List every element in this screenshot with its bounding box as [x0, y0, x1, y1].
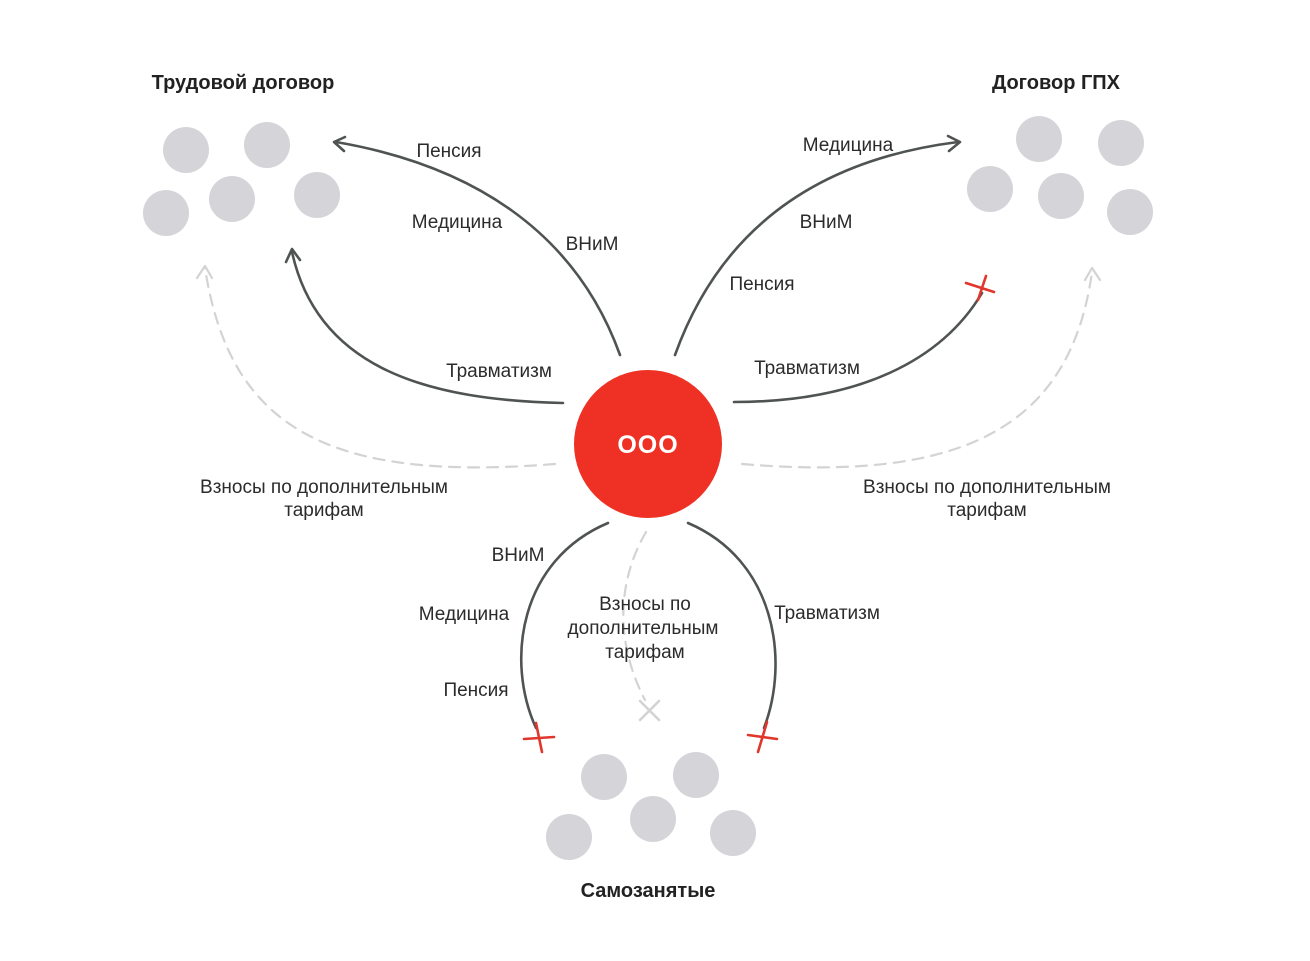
labor-contract-title: Трудовой договор	[152, 72, 335, 94]
gph-pension-label: Пенсия	[729, 274, 794, 295]
gph-extra-label-line1: Взносы по дополнительным	[863, 477, 1111, 498]
gph-extra-flow	[740, 266, 1102, 469]
person-icon	[143, 190, 189, 236]
labor-extra-flow	[195, 264, 557, 469]
gph-injury-flow	[732, 274, 996, 404]
self-medicine-label: Медицина	[419, 604, 510, 625]
gph-vnim-label: ВНиМ	[800, 212, 853, 233]
blocked-cross-icon	[638, 699, 661, 722]
center-company-node	[574, 370, 722, 518]
person-icon	[1038, 173, 1084, 219]
center-company-label: ООО	[617, 431, 678, 459]
person-icon	[209, 176, 255, 222]
labor-extra-label-line1: Взносы по дополнительным	[200, 477, 448, 498]
self-extra-flow	[622, 530, 661, 722]
self-extra-label-line3: тарифам	[605, 642, 685, 663]
person-icon	[673, 752, 719, 798]
self-employed-people-group	[546, 752, 756, 860]
person-icon	[1098, 120, 1144, 166]
gph-people-group	[967, 116, 1153, 235]
self-pension-label: Пенсия	[443, 680, 508, 701]
labor-injury-flow	[284, 247, 565, 405]
blocked-cross-icon	[964, 274, 996, 302]
person-icon	[163, 127, 209, 173]
blocked-cross-icon	[746, 720, 779, 754]
person-icon	[1016, 116, 1062, 162]
person-icon	[967, 166, 1013, 212]
person-icon	[546, 814, 592, 860]
labor-vnim-label: ВНиМ	[566, 234, 619, 255]
gph-injury-label: Травматизм	[754, 358, 860, 379]
person-icon	[581, 754, 627, 800]
self-injury-label: Травматизм	[774, 603, 880, 624]
self-right-flow	[686, 521, 779, 754]
person-icon	[244, 122, 290, 168]
labor-injury-label: Травматизм	[446, 361, 552, 382]
self-left-flow	[519, 521, 610, 754]
gph-medicine-label: Медицина	[803, 135, 894, 156]
blocked-cross-icon	[522, 721, 556, 754]
self-employed-title: Самозанятые	[581, 880, 716, 902]
self-vnim-label: ВНиМ	[492, 545, 545, 566]
self-extra-label-line2: дополнительным	[568, 618, 719, 639]
person-icon	[294, 172, 340, 218]
person-icon	[630, 796, 676, 842]
labor-pension-label: Пенсия	[416, 141, 481, 162]
labor-people-group	[143, 122, 340, 236]
gph-main-flow	[673, 134, 962, 357]
person-icon	[710, 810, 756, 856]
gph-extra-label-line2: тарифам	[947, 500, 1027, 521]
labor-main-flow	[332, 135, 622, 357]
labor-medicine-label: Медицина	[412, 212, 503, 233]
labor-extra-label-line2: тарифам	[284, 500, 364, 521]
person-icon	[1107, 189, 1153, 235]
self-extra-label-line1: Взносы по	[599, 594, 691, 615]
gph-contract-title: Договор ГПХ	[992, 72, 1121, 94]
